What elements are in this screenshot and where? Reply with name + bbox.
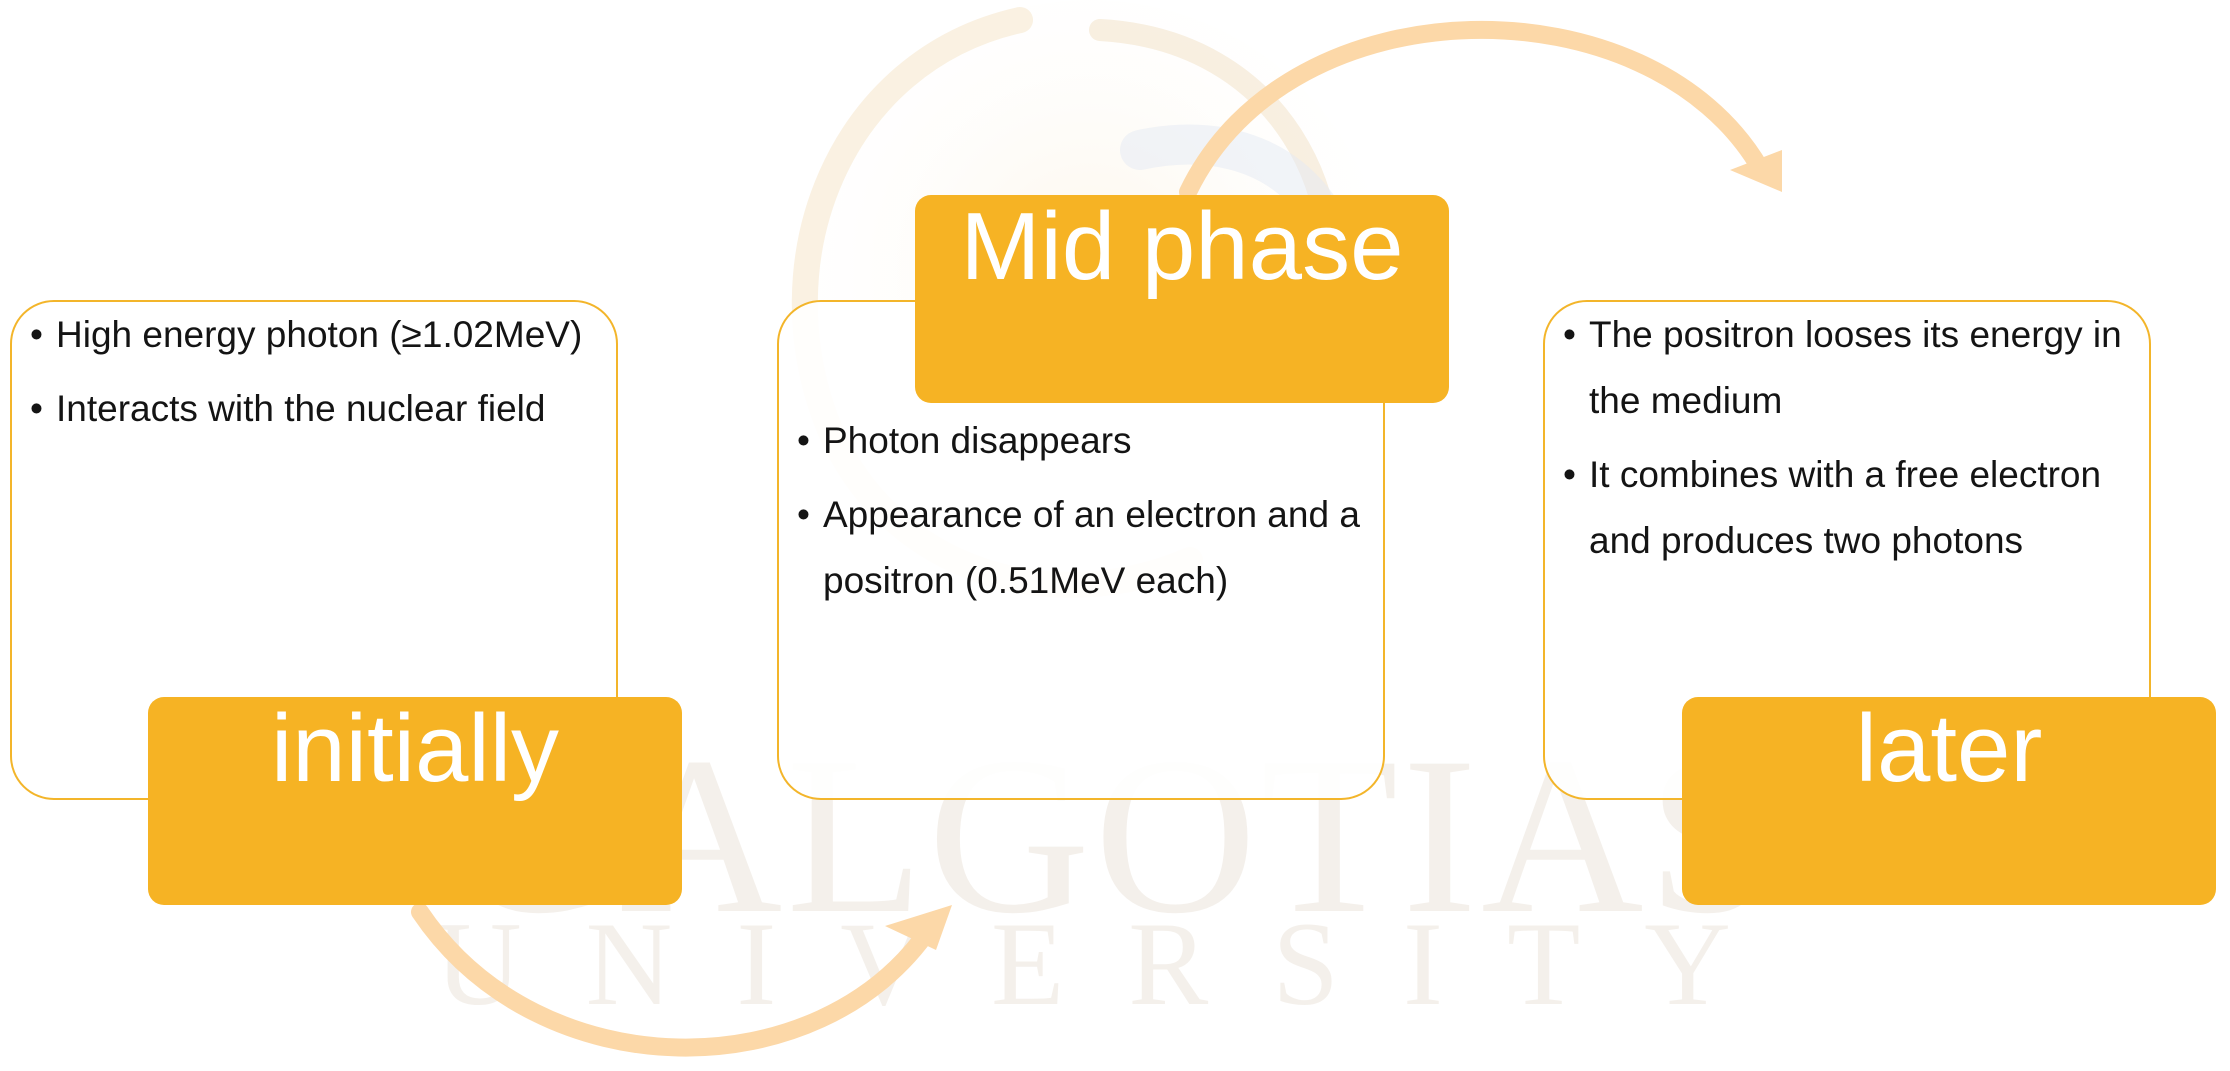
bullet-list-initially: High energy photon (≥1.02MeV) Interacts … — [30, 302, 620, 450]
bullet-item: Interacts with the nuclear field — [30, 376, 620, 442]
stage-label-text: Mid phase — [960, 193, 1404, 300]
bullet-list-later: The positron looses its energy in the me… — [1563, 302, 2153, 582]
stage-label-later: later — [1682, 697, 2216, 905]
arrow-mid-to-later — [1179, 20, 1769, 201]
stage-label-text: later — [1855, 695, 2043, 802]
bullet-list-mid-phase: Photon disappears Appearance of an elect… — [797, 408, 1387, 622]
bullet-item: Appearance of an electron and a positron… — [797, 482, 1387, 614]
bullet-item: The positron looses its energy in the me… — [1563, 302, 2153, 434]
stage-label-text: initially — [270, 695, 560, 802]
bullet-item: High energy photon (≥1.02MeV) — [30, 302, 620, 368]
stage-label-mid-phase: Mid phase — [915, 195, 1449, 403]
arrow-head-mid-to-later-icon — [1730, 150, 1782, 192]
bullet-item: Photon disappears — [797, 408, 1387, 474]
arrow-head-initially-to-mid-icon — [885, 905, 952, 950]
bullet-item: It combines with a free electron and pro… — [1563, 442, 2153, 574]
watermark-text-bottom: UNIVERSITY — [435, 897, 1795, 1030]
stage-label-initially: initially — [148, 697, 682, 905]
arrow-initially-to-mid — [411, 903, 939, 1057]
